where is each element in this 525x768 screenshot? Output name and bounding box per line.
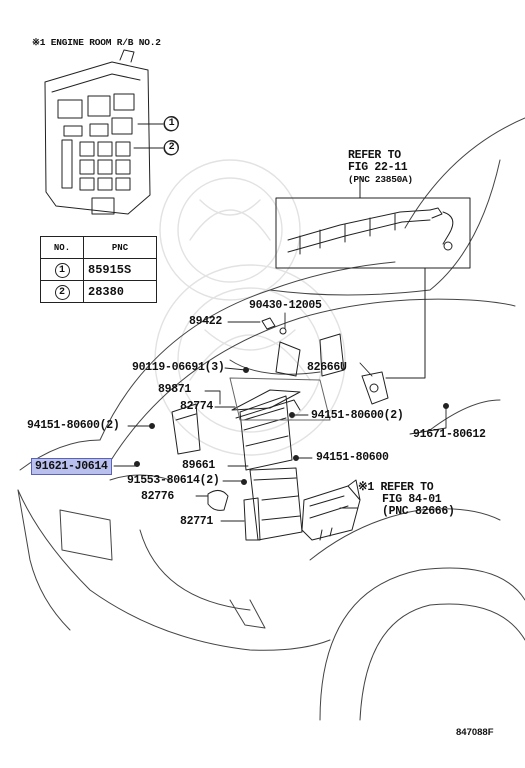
refer-note-top: REFER TO FIG 22-11 (PNC 23850A): [348, 149, 413, 186]
part-label-89422: 89422: [189, 315, 223, 328]
leader-lines: [113, 312, 447, 522]
part-label-91671-80612: 91671-80612: [413, 428, 486, 441]
relay-block-title: ※1 ENGINE ROOM R/B NO.2: [32, 37, 161, 48]
pnc-table-row: 1 85915S: [40, 258, 157, 281]
part-label-94151-80600-left: 94151-80600(2): [27, 419, 120, 432]
callout-1: 1: [164, 116, 179, 131]
part-label-82771: 82771: [180, 515, 214, 528]
figure-number: 847088F: [456, 727, 494, 738]
connector-box-illustration: [301, 479, 361, 541]
part-label-90430-12005: 90430-12005: [249, 299, 322, 312]
header-no: NO.: [40, 236, 84, 259]
part-label-82774: 82774: [180, 400, 214, 413]
injector-rail-illustration: [275, 177, 471, 269]
part-label-91621-j0614-highlighted[interactable]: 91621-J0614: [31, 458, 112, 475]
part-label-89871: 89871: [158, 383, 192, 396]
pnc-table-header: NO. PNC: [40, 236, 157, 259]
pnc-table-row: 2 28380: [40, 280, 157, 303]
header-pnc: PNC: [83, 236, 157, 259]
row-no: 1: [54, 262, 70, 278]
watermark-emblem: [154, 159, 346, 456]
part-label-90119-06691: 90119-06691(3): [132, 361, 225, 374]
part-label-89661: 89661: [182, 459, 216, 472]
mount-bracket-illustration: [361, 267, 426, 405]
callout-2: 2: [164, 140, 179, 155]
pnc-table: NO. PNC 1 85915S 2 28380: [40, 236, 157, 303]
part-label-94151-80600: 94151-80600: [316, 451, 389, 464]
part-label-94151-80600-right: 94151-80600(2): [311, 409, 404, 422]
row-pnc: 28380: [83, 280, 157, 303]
engine-components-illustration: [171, 317, 345, 541]
part-label-82776: 82776: [141, 490, 175, 503]
row-no: 2: [54, 284, 70, 300]
row-pnc: 85915S: [83, 258, 157, 281]
refer-note-bottom: ※1 REFER TO FIG 84-01 (PNC 82666): [358, 481, 455, 518]
fasteners: [134, 367, 449, 485]
part-label-82666u: 82666U: [307, 361, 347, 374]
part-label-91553-80614: 91553-80614(2): [127, 474, 220, 487]
relay-block-illustration: [44, 49, 179, 215]
